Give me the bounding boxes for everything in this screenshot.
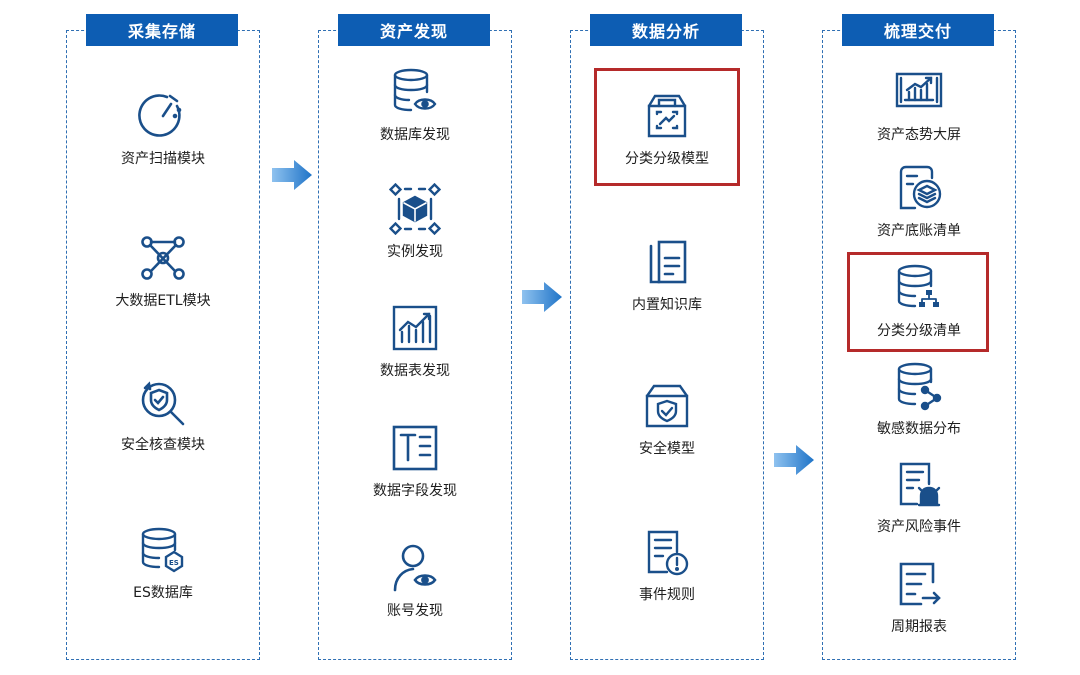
node-label: 安全模型 bbox=[639, 441, 695, 457]
node-label: 敏感数据分布 bbox=[877, 421, 961, 437]
node-builtin-knowledge-base: 内置知识库 bbox=[592, 236, 742, 314]
node-label: 账号发现 bbox=[387, 603, 443, 619]
box-shield-icon bbox=[639, 380, 695, 432]
database-hierarchy-icon bbox=[891, 262, 947, 314]
flow-arrow-icon bbox=[772, 443, 816, 477]
node-big-data-etl-module: 大数据ETL模块 bbox=[88, 232, 238, 310]
node-label: ES数据库 bbox=[133, 585, 193, 601]
node-label: 安全核查模块 bbox=[121, 437, 205, 453]
node-label: 数据表发现 bbox=[380, 363, 450, 379]
node-label: 资产风险事件 bbox=[877, 519, 961, 535]
node-security-model: 安全模型 bbox=[592, 380, 742, 458]
node-sensitive-data-distribution: 敏感数据分布 bbox=[844, 360, 994, 438]
flow-arrow-icon bbox=[270, 158, 314, 192]
node-label: 资产底账清单 bbox=[877, 223, 961, 239]
flow-arrow-icon bbox=[520, 280, 564, 314]
column-header-asset-discovery: 资产发现 bbox=[338, 14, 490, 46]
node-database-discovery: 数据库发现 bbox=[340, 66, 490, 144]
scan-dial-icon bbox=[135, 90, 191, 142]
node-label: 数据字段发现 bbox=[373, 483, 457, 499]
svg-text:ES: ES bbox=[169, 559, 179, 567]
user-eye-icon bbox=[387, 542, 443, 594]
node-es-database: ES ES数据库 bbox=[88, 524, 238, 602]
node-label: 内置知识库 bbox=[632, 297, 702, 313]
node-label: 周期报表 bbox=[891, 619, 947, 635]
column-header-collect-storage: 采集存储 bbox=[86, 14, 238, 46]
highlight-box bbox=[594, 68, 740, 186]
node-periodic-report: 周期报表 bbox=[844, 558, 994, 636]
document-alert-icon bbox=[639, 526, 695, 578]
box-model-icon bbox=[639, 90, 695, 142]
node-classification-list: 分类分级清单 bbox=[844, 262, 994, 340]
node-security-check-module: 安全核查模块 bbox=[88, 376, 238, 454]
dashboard-screen-icon bbox=[891, 66, 947, 118]
cube-nodes-icon bbox=[387, 183, 443, 235]
node-account-discovery: 账号发现 bbox=[340, 542, 490, 620]
node-event-rules: 事件规则 bbox=[592, 526, 742, 604]
document-alarm-icon bbox=[891, 458, 947, 510]
shield-search-icon bbox=[135, 376, 191, 428]
node-label: 数据库发现 bbox=[380, 127, 450, 143]
node-label: 分类分级清单 bbox=[877, 323, 961, 339]
column-header-data-analysis: 数据分析 bbox=[590, 14, 742, 46]
node-label: 资产扫描模块 bbox=[121, 151, 205, 167]
node-asset-ledger-list: 资产底账清单 bbox=[844, 162, 994, 240]
database-eye-icon bbox=[387, 66, 443, 118]
knowledge-book-icon bbox=[639, 236, 695, 288]
node-data-table-discovery: 数据表发现 bbox=[340, 302, 490, 380]
node-label: 事件规则 bbox=[639, 587, 695, 603]
network-nodes-icon bbox=[135, 232, 191, 284]
bar-chart-table-icon bbox=[387, 302, 443, 354]
es-database-icon: ES bbox=[135, 524, 191, 576]
highlight-box bbox=[847, 252, 989, 352]
node-classification-model: 分类分级模型 bbox=[592, 90, 742, 168]
node-asset-dashboard-screen: 资产态势大屏 bbox=[844, 66, 994, 144]
node-label: 资产态势大屏 bbox=[877, 127, 961, 143]
node-label: 实例发现 bbox=[387, 244, 443, 260]
node-instance-discovery: 实例发现 bbox=[340, 183, 490, 261]
column-header-delivery: 梳理交付 bbox=[842, 14, 994, 46]
node-data-field-discovery: 数据字段发现 bbox=[340, 422, 490, 500]
ledger-layers-icon bbox=[891, 162, 947, 214]
text-field-icon bbox=[387, 422, 443, 474]
node-label: 分类分级模型 bbox=[625, 151, 709, 167]
report-arrow-icon bbox=[891, 558, 947, 610]
node-asset-risk-events: 资产风险事件 bbox=[844, 458, 994, 536]
node-asset-scan-module: 资产扫描模块 bbox=[88, 90, 238, 168]
node-label: 大数据ETL模块 bbox=[115, 293, 211, 309]
database-share-icon bbox=[891, 360, 947, 412]
